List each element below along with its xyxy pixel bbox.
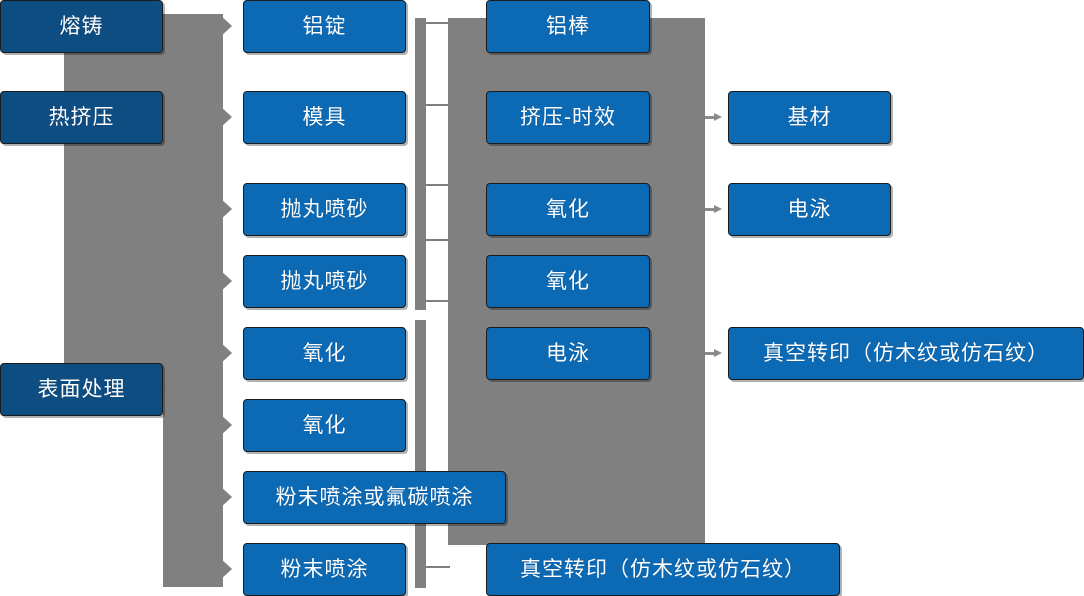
arrow-to-oxidation-1-icon <box>220 342 232 364</box>
stage-trunk-tick-upper <box>72 70 86 80</box>
process-box-shot-blast-1[interactable]: 抛丸喷砂 <box>243 183 406 236</box>
treatment-box-oxidation-2[interactable]: 氧化 <box>486 255 650 308</box>
output-box-electrophoresis[interactable]: 电泳 <box>728 183 891 236</box>
arrow-to-oxidation-2-icon <box>220 414 232 436</box>
process-label: 氧化 <box>302 342 347 365</box>
stage-box-melt-cast[interactable]: 熔铸 <box>0 0 163 53</box>
process-box-powder-coating[interactable]: 粉末喷涂 <box>243 543 406 596</box>
arrow-stem <box>705 116 715 119</box>
process-box-shot-blast-2[interactable]: 抛丸喷砂 <box>243 255 406 308</box>
process-box-powder-or-pvdf[interactable]: 粉末喷涂或氟碳喷涂 <box>243 471 506 524</box>
treatment-label: 真空转印（仿木纹或仿石纹） <box>520 558 806 581</box>
arrow-head <box>714 113 722 121</box>
stage-connector-lower-trunk <box>163 371 223 587</box>
output-box-vacuum-transfer[interactable]: 真空转印（仿木纹或仿石纹） <box>728 327 1084 380</box>
arrow-head <box>714 205 722 213</box>
process-box-oxidation-2[interactable]: 氧化 <box>243 399 406 452</box>
stage-label: 表面处理 <box>37 378 126 401</box>
treatment-label: 电泳 <box>546 342 590 365</box>
treatment-label: 氧化 <box>546 198 590 221</box>
surface-stage-stub <box>163 389 187 391</box>
process-label: 粉末喷涂或氟碳喷涂 <box>275 486 474 509</box>
arrow-to-substrate-icon <box>705 113 723 122</box>
bracket-tie-oxide-electro <box>426 300 450 302</box>
bracket-tie-ingot-bar <box>426 22 450 24</box>
treatment-box-oxidation-1[interactable]: 氧化 <box>486 183 650 236</box>
output-box-substrate[interactable]: 基材 <box>728 91 891 144</box>
process-label: 抛丸喷砂 <box>280 198 369 221</box>
treatment-label: 铝棒 <box>546 15 590 38</box>
arrow-to-mould-icon <box>220 106 232 128</box>
process-label: 模具 <box>302 106 347 129</box>
process-box-mould[interactable]: 模具 <box>243 91 406 144</box>
arrow-head <box>714 349 722 357</box>
process-label: 抛丸喷砂 <box>280 270 369 293</box>
treatment-box-extrude-aging[interactable]: 挤压-时效 <box>486 91 650 144</box>
process-label: 氧化 <box>302 414 347 437</box>
arrow-to-shotblast-1-icon <box>220 198 232 220</box>
arrow-stem <box>705 208 715 211</box>
arrow-to-powder-icon <box>220 558 232 580</box>
process-box-aluminium-ingot[interactable]: 铝锭 <box>243 0 406 53</box>
arrow-to-powder-pvdf-icon <box>220 486 232 508</box>
stage-box-hot-extrude[interactable]: 热挤压 <box>0 91 163 144</box>
arrow-stem <box>705 352 715 355</box>
bracket-tie-shotblast-oxide <box>426 184 450 186</box>
stage-box-surface-treatment[interactable]: 表面处理 <box>0 363 163 416</box>
arrow-to-vacuum-transfer-icon <box>705 349 723 358</box>
treatment-label: 挤压-时效 <box>520 106 616 129</box>
bracket-left-rail-upper <box>415 18 426 310</box>
output-label: 基材 <box>787 106 832 129</box>
treatment-box-electrophoresis[interactable]: 电泳 <box>486 327 650 380</box>
bracket-tie-mould-extrude <box>426 104 450 106</box>
arrow-to-ingot-icon <box>220 15 232 37</box>
stage-label: 熔铸 <box>59 15 104 38</box>
stage-trunk-tick-lower <box>72 333 86 343</box>
treatment-label: 氧化 <box>546 270 590 293</box>
treatment-box-aluminium-bar[interactable]: 铝棒 <box>486 0 650 53</box>
arrow-to-shotblast-2-icon <box>220 270 232 292</box>
bracket-tie-shotblast2-oxide2 <box>426 239 450 241</box>
process-label: 粉末喷涂 <box>280 558 369 581</box>
process-box-oxidation-1[interactable]: 氧化 <box>243 327 406 380</box>
process-label: 铝锭 <box>302 15 347 38</box>
arrow-to-electrophoresis-icon <box>705 205 723 214</box>
bracket-left-rail-lower <box>415 320 426 588</box>
stage-label: 热挤压 <box>48 106 115 129</box>
treatment-box-vacuum-transfer[interactable]: 真空转印（仿木纹或仿石纹） <box>486 543 840 596</box>
output-label: 真空转印（仿木纹或仿石纹） <box>763 342 1049 365</box>
bracket-tie-powder-vacuum <box>426 566 450 568</box>
output-label: 电泳 <box>787 198 832 221</box>
